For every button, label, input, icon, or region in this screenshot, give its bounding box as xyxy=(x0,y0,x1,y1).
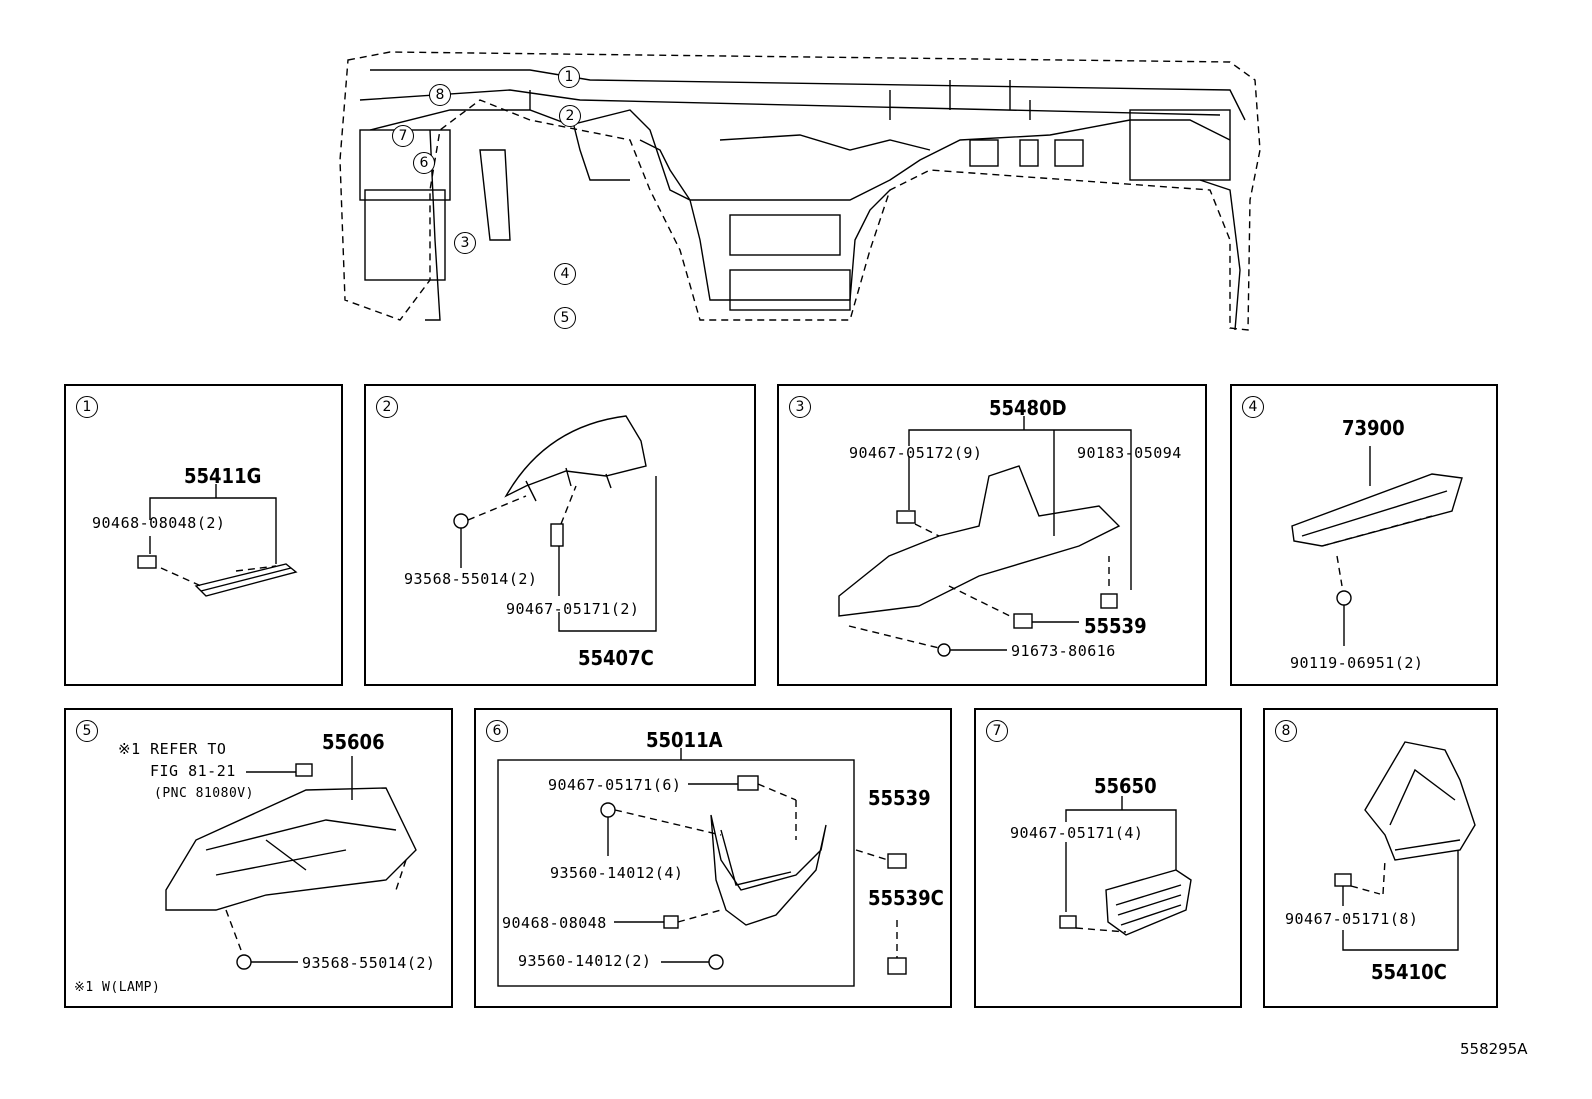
panel-4: 4 73900 90119-06951(2) xyxy=(1230,384,1498,686)
part-number-screw-2: 93560-14012(2) xyxy=(518,952,652,970)
panel-7-drawing xyxy=(1059,796,1192,936)
panel-1: 1 55411G 90468-08048(2) xyxy=(64,384,343,686)
callout-6[interactable]: 6 xyxy=(413,152,435,174)
reference-note-line2: FIG 81-21 xyxy=(150,762,236,780)
reference-note-line1: ※1 REFER TO xyxy=(118,740,227,758)
panel-5-drawing xyxy=(165,756,417,970)
callout-2[interactable]: 2 xyxy=(559,105,581,127)
instrument-panel-overview: 1 2 3 4 5 6 7 8 xyxy=(330,40,1270,340)
callout-7[interactable]: 7 xyxy=(392,125,414,147)
figure-id: 558295A xyxy=(1460,1040,1528,1058)
panel-number: 7 xyxy=(986,720,1008,742)
instrument-panel-drawing xyxy=(339,51,1261,331)
panel-3: 3 55480D 90467-05172(9) 90183-05094 5553… xyxy=(777,384,1207,686)
part-number-clip: 90467-05171(2) xyxy=(506,600,640,618)
panel-1-drawing xyxy=(137,484,298,597)
part-number-main: 55407C xyxy=(578,646,654,670)
part-number-main: 73900 xyxy=(1342,416,1405,440)
panel-number: 8 xyxy=(1275,720,1297,742)
callout-3[interactable]: 3 xyxy=(454,232,476,254)
panel-8-drawing xyxy=(1334,741,1476,951)
panel-number: 4 xyxy=(1242,396,1264,418)
callout-4[interactable]: 4 xyxy=(554,263,576,285)
callout-1[interactable]: 1 xyxy=(558,66,580,88)
part-number-screw: 93568-55014(2) xyxy=(302,954,436,972)
part-number-clip: 90467-05171(6) xyxy=(548,776,682,794)
part-number-main: 55011A xyxy=(646,728,723,752)
part-number-retainer-c: 55539C xyxy=(868,886,944,910)
callout-8[interactable]: 8 xyxy=(429,84,451,106)
part-number-clip: 90467-05172(9) xyxy=(849,444,983,462)
panel-number: 5 xyxy=(76,720,98,742)
reference-note-line3: (PNC 81080V) xyxy=(154,786,254,801)
panel-number: 3 xyxy=(789,396,811,418)
part-number-main: 55480D xyxy=(989,396,1067,420)
part-number-retainer: 55539 xyxy=(868,786,931,810)
panel-8: 8 90467-05171(8) 55410C xyxy=(1263,708,1498,1008)
part-number-screw-4: 93560-14012(4) xyxy=(550,864,684,882)
part-number-nut: 90468-08048 xyxy=(502,914,607,932)
panel-6-drawing xyxy=(497,748,907,987)
panel-number: 2 xyxy=(376,396,398,418)
callout-5[interactable]: 5 xyxy=(554,307,576,329)
panel-number: 1 xyxy=(76,396,98,418)
panel-2: 2 93568-55014(2) 90467-05171(2) 55407C xyxy=(364,384,756,686)
footnote: ※1 W(LAMP) xyxy=(74,980,161,995)
part-number-clip: 90468-08048(2) xyxy=(92,514,226,532)
part-number-clip: 90467-05171(4) xyxy=(1010,824,1144,842)
panel-5: 5 55606 ※1 REFER TO FIG 81-21 (PNC 81080… xyxy=(64,708,453,1008)
part-number-screw: 93568-55014(2) xyxy=(404,570,538,588)
panel-6: 6 55011A 90467-05171(6) 93560-14012(4) 9… xyxy=(474,708,952,1008)
panel-7: 7 55650 90467-05171(4) xyxy=(974,708,1242,1008)
part-number-bolt: 91673-80616 xyxy=(1011,642,1116,660)
part-number-main: 55650 xyxy=(1094,774,1157,798)
panel-4-drawing xyxy=(1291,446,1463,646)
panel-3-drawing xyxy=(838,416,1132,657)
panel-number: 6 xyxy=(486,720,508,742)
part-number-bolt: 90119-06951(2) xyxy=(1290,654,1424,672)
part-number-main: 55411G xyxy=(184,464,262,488)
part-number-main: 55410C xyxy=(1371,960,1447,984)
part-number-main: 55606 xyxy=(322,730,385,754)
part-number-clip: 90467-05171(8) xyxy=(1285,910,1419,928)
part-number-pin: 90183-05094 xyxy=(1077,444,1182,462)
panel-2-drawing xyxy=(453,415,657,632)
part-number-retainer: 55539 xyxy=(1084,614,1147,638)
